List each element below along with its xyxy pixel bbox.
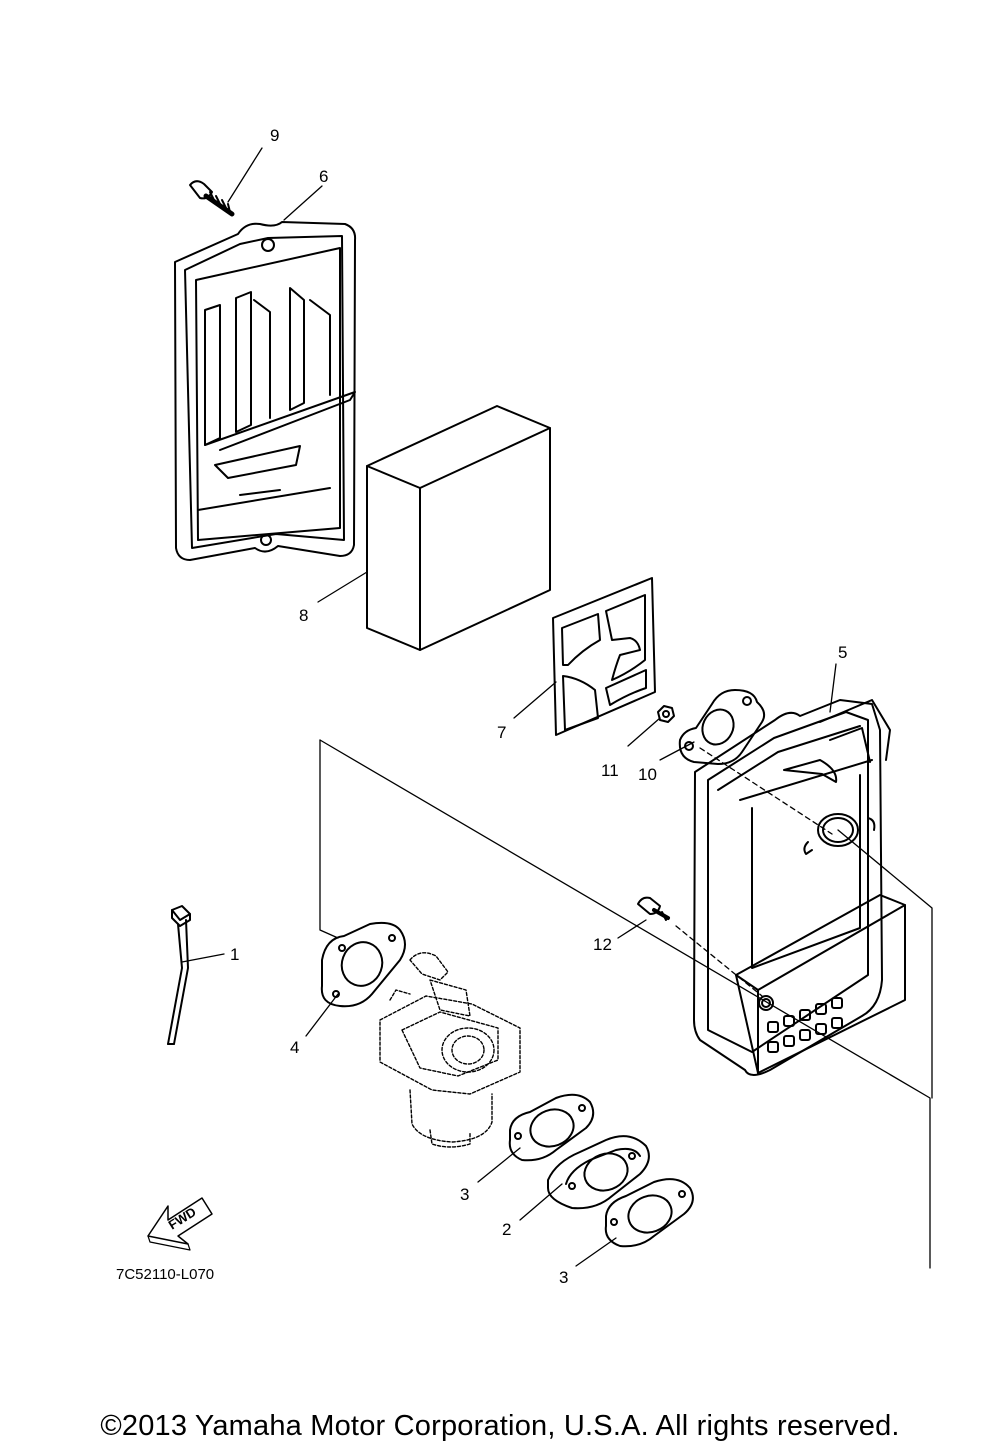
callout-1: 1 (230, 945, 239, 964)
insulator-gasket-upper (508, 1093, 595, 1162)
callout-10: 10 (638, 765, 657, 784)
callout-3: 3 (559, 1268, 568, 1287)
callout-numbers: 1 2 3 3 4 5 6 7 8 9 10 11 12 (230, 126, 847, 1287)
air-cleaner-cover (174, 221, 357, 561)
fwd-label: FWD (166, 1204, 199, 1232)
callout-12: 12 (593, 935, 612, 954)
callout-11: 11 (601, 761, 619, 780)
callout-7: 7 (497, 723, 506, 742)
carburetor-gasket (320, 921, 406, 1008)
screw (189, 180, 235, 217)
callout-9: 9 (270, 126, 279, 145)
air-cleaner-element (366, 405, 551, 651)
callout-8: 8 (299, 606, 308, 625)
fwd-arrow-icon: FWD (147, 1197, 213, 1251)
bolt (637, 896, 670, 921)
case-gasket (678, 689, 766, 765)
cable-tie (167, 905, 191, 1045)
element-gasket (552, 577, 656, 736)
nut (657, 705, 675, 723)
callout-5: 5 (838, 643, 847, 662)
callout-3: 3 (460, 1185, 469, 1204)
carburetor-joint (547, 1135, 650, 1210)
callout-6: 6 (319, 167, 328, 186)
copyright-notice: ©2013 Yamaha Motor Corporation, U.S.A. A… (100, 1410, 900, 1442)
callout-2: 2 (502, 1220, 511, 1239)
diagram-code: 7C52110-L070 (116, 1266, 214, 1283)
callout-4: 4 (290, 1038, 299, 1057)
carburetor (379, 952, 521, 1148)
assembly-lines (181, 147, 933, 1269)
insulator-gasket-lower (604, 1178, 694, 1248)
air-cleaner-case (693, 699, 906, 1076)
